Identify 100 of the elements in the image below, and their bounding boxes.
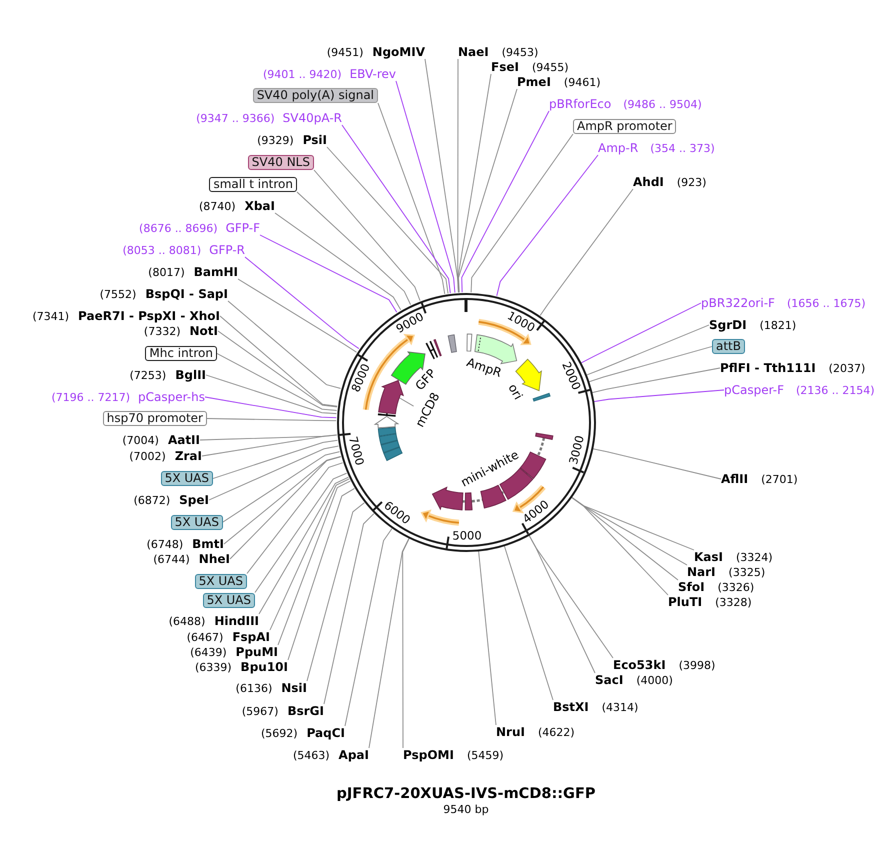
primer-name: pBRforEco: [549, 97, 612, 111]
leader-line: [296, 192, 412, 306]
enzyme-name: BspQI - SapI: [145, 287, 228, 301]
primer-name: pBR322ori-F: [701, 296, 775, 310]
leader-line: [581, 302, 702, 364]
leader-line: [202, 434, 338, 456]
leader-line: [238, 278, 358, 353]
feature-label: 5X UAS: [160, 471, 213, 486]
position-number: (7341): [32, 310, 70, 324]
primer-name: Amp-R: [598, 141, 638, 155]
primer-range: (354 .. 373): [650, 142, 715, 156]
position-number: (6467): [186, 631, 224, 645]
enzyme-name: NarI: [687, 565, 716, 579]
position-number: (1821): [760, 319, 796, 333]
position-number: (3326): [718, 581, 754, 595]
enzyme-name: BmtI: [192, 537, 224, 551]
position-number: (7552): [100, 288, 136, 302]
leader-line: [396, 80, 456, 294]
position-number: (2701): [761, 473, 798, 487]
enzyme-name: HindIII: [214, 614, 259, 628]
leader-line: [478, 550, 496, 726]
position-number: (6136): [236, 682, 272, 696]
primer-name: EBV-rev: [350, 67, 396, 81]
leader-line: [588, 346, 712, 382]
leader-line: [470, 134, 574, 293]
position-number: (5967): [242, 705, 278, 719]
leader-line: [306, 502, 365, 682]
primer-range: (2136 .. 2154): [796, 384, 875, 398]
leader-line: [496, 154, 598, 296]
leader-line: [274, 212, 402, 310]
enzyme-name: Bpu10I: [240, 660, 288, 674]
primer-name: GFP-F: [226, 221, 260, 235]
leader-line: [270, 478, 350, 630]
leader-line: [504, 546, 554, 700]
feature-name: GFP: [413, 366, 439, 394]
leader-line: [314, 170, 420, 302]
position-number: (8017): [148, 266, 185, 280]
scale-number: 2000: [558, 360, 582, 392]
enzyme-name: SfoI: [678, 580, 705, 594]
leader-line: [244, 256, 360, 350]
leader-line: [592, 368, 720, 393]
leader-line: [528, 535, 596, 674]
enzyme-name: PsiI: [302, 133, 327, 147]
enzyme-name: SacI: [595, 673, 624, 687]
leader-line: [457, 74, 492, 293]
position-number: (9455): [532, 61, 569, 75]
leader-line: [540, 188, 634, 316]
feature-label: hsp70 promoter: [102, 411, 207, 426]
enzyme-name: FspAI: [232, 630, 270, 644]
position-number: (8740): [199, 200, 236, 214]
position-number: (9453): [502, 46, 538, 60]
position-number: (5463): [292, 749, 330, 763]
primer-name: pCasper-hs: [138, 390, 205, 404]
leader-line: [324, 513, 374, 704]
primer-name: SV40pA-R: [282, 111, 342, 125]
enzyme-name: FseI: [491, 60, 519, 74]
position-number: (5459): [466, 749, 504, 763]
leader-line: [254, 472, 348, 593]
leader-line: [592, 448, 722, 480]
feature-name: AmpR: [464, 356, 504, 380]
leader-line: [344, 528, 392, 726]
scale-number: 8000: [349, 362, 373, 394]
leader-line: [216, 353, 338, 411]
position-number: (5692): [260, 727, 298, 741]
leader-line: [326, 146, 448, 294]
leader-line: [222, 451, 340, 522]
enzyme-name: AatII: [168, 433, 200, 447]
scale-number: 5000: [452, 529, 482, 543]
scale-number: 3000: [566, 434, 586, 466]
position-number: (923): [676, 176, 706, 190]
primer-range: (8676 .. 8696): [139, 222, 218, 236]
enzyme-name: SpeI: [179, 493, 209, 507]
position-number: (6748): [146, 538, 184, 552]
leader-line: [258, 476, 349, 614]
scale-number: 7000: [346, 435, 366, 468]
enzyme-name: PpuMI: [236, 645, 278, 659]
leader-line: [594, 390, 724, 402]
leader-line: [402, 538, 410, 748]
position-number: (7004): [122, 434, 159, 448]
leader-line: [200, 434, 338, 440]
leader-line: [342, 124, 451, 294]
leader-line: [586, 324, 710, 376]
position-number: (6339): [194, 661, 232, 675]
enzyme-name: AhdI: [633, 175, 664, 189]
leader-line: [260, 234, 398, 313]
enzyme-name: XbaI: [244, 199, 275, 213]
leader-line: [206, 374, 337, 414]
enzyme-name: PmeI: [517, 75, 551, 89]
enzyme-name: NgoMIV: [372, 45, 425, 59]
feature-name: ori: [506, 382, 524, 402]
primer-range: (9486 .. 9504): [623, 98, 702, 112]
position-number: (3324): [736, 551, 773, 565]
enzyme-name: NsiI: [281, 681, 307, 695]
enzyme-name: PaeR7I - PspXI - XhoI: [78, 309, 220, 323]
enzyme-name: BamHI: [194, 265, 238, 279]
leader-line: [218, 330, 338, 408]
feature-label: SV40 poly(A) signal: [252, 88, 378, 103]
enzyme-name: NotI: [190, 324, 218, 338]
primer-range: (1656 .. 1675): [786, 297, 866, 311]
feature-label: 5X UAS: [202, 592, 255, 608]
